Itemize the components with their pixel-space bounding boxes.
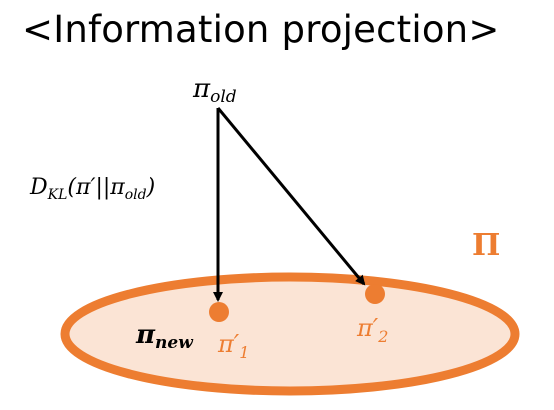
pi-prime-1-symbol: π (217, 330, 235, 358)
pi-old-subscript: old (210, 87, 237, 107)
kl-prefix: D (29, 175, 48, 200)
pi-old-symbol: π (192, 74, 211, 104)
pi-old-label: πold (192, 74, 237, 107)
slide-title: <Information projection> (22, 8, 500, 51)
pi-prime-2-subscript: 2 (377, 327, 388, 346)
kl-prefix-subscript: KL (47, 187, 68, 203)
pi-new-symbol: π (135, 320, 156, 350)
projection-arrow-to-pi-prime-2 (216, 107, 366, 286)
constraint-set-label: Π (472, 228, 500, 263)
pi-prime-1-prime: ′ (234, 330, 240, 358)
kl-body-open: (π′||π (67, 175, 125, 200)
pi-prime-2-symbol: π (356, 314, 374, 342)
pi-new-point (209, 302, 229, 322)
pi-prime-1-label: π′1 (217, 330, 249, 362)
pi-new-label: πnew (135, 320, 194, 353)
constraint-set-ellipse (60, 272, 520, 396)
kl-body-close: ) (146, 175, 156, 200)
pi-prime-1-subscript: 1 (239, 343, 249, 362)
pi-new-subscript: new (155, 333, 194, 353)
kl-body-subscript: old (125, 187, 147, 203)
pi-prime-2-label: π′2 (356, 314, 388, 346)
pi-prime-2-point (365, 284, 385, 304)
kl-divergence-label: DKL(π′||πold) (29, 175, 155, 203)
pi-prime-2-prime: ′ (373, 314, 379, 342)
